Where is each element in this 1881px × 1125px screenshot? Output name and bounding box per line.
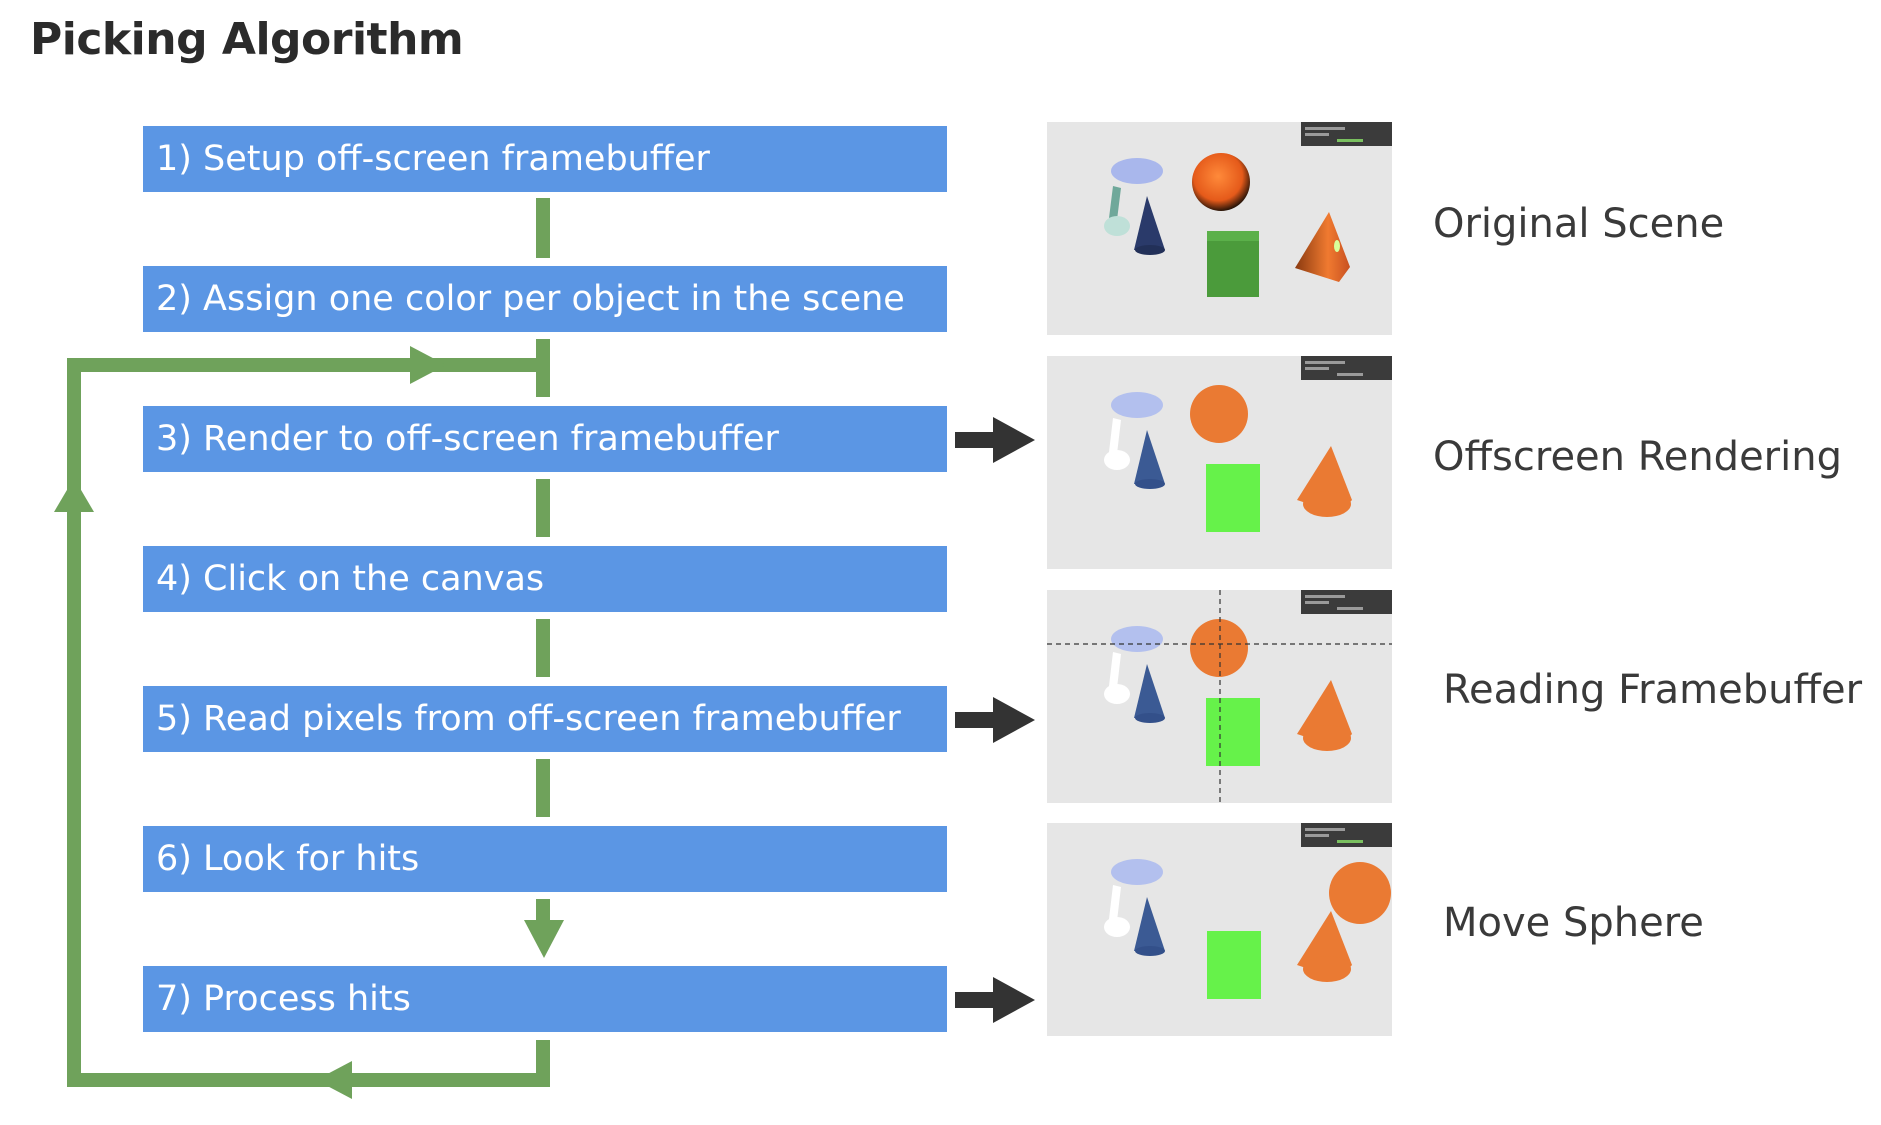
blue-cone: [1134, 196, 1165, 250]
sphere-object: [1192, 153, 1250, 211]
arrow-step3-to-panel: [955, 417, 1035, 463]
caption-move-sphere: Move Sphere: [1443, 900, 1704, 946]
arrowhead-up: [54, 478, 94, 512]
caption-reading-framebuffer: Reading Framebuffer: [1443, 667, 1863, 713]
loop-back-line: [67, 510, 550, 1087]
arrowhead-left: [316, 1061, 352, 1099]
page-title: Picking Algorithm: [30, 14, 464, 65]
arrowhead-down: [524, 920, 564, 958]
cube-object: [1207, 231, 1259, 297]
caption-original-scene: Original Scene: [1433, 201, 1725, 247]
disc-object: [1111, 158, 1163, 184]
moved-sphere: [1329, 862, 1391, 924]
orange-cone: [1295, 212, 1350, 282]
step-setup-framebuffer: 1) Setup off-screen framebuffer: [143, 126, 947, 192]
step-click-canvas: 4) Click on the canvas: [143, 546, 947, 612]
arrow-step5-to-panel: [955, 697, 1035, 743]
loop-top-line: [67, 358, 536, 510]
arrowhead-right: [410, 346, 446, 384]
caption-offscreen-rendering: Offscreen Rendering: [1433, 434, 1842, 480]
move-sphere-image: [1047, 823, 1392, 1036]
offscreen-rendering-image: [1047, 356, 1392, 569]
step-render-offscreen: 3) Render to off-screen framebuffer: [143, 406, 947, 472]
arrow-step7-to-panel: [955, 977, 1035, 1023]
reading-framebuffer-image: [1047, 590, 1392, 803]
step-process-hits: 7) Process hits: [143, 966, 947, 1032]
step-assign-colors: 2) Assign one color per object in the sc…: [143, 266, 947, 332]
lamp-object: [1109, 186, 1121, 220]
step-read-pixels: 5) Read pixels from off-screen framebuff…: [143, 686, 947, 752]
original-scene-image: [1047, 122, 1392, 335]
step-look-for-hits: 6) Look for hits: [143, 826, 947, 892]
